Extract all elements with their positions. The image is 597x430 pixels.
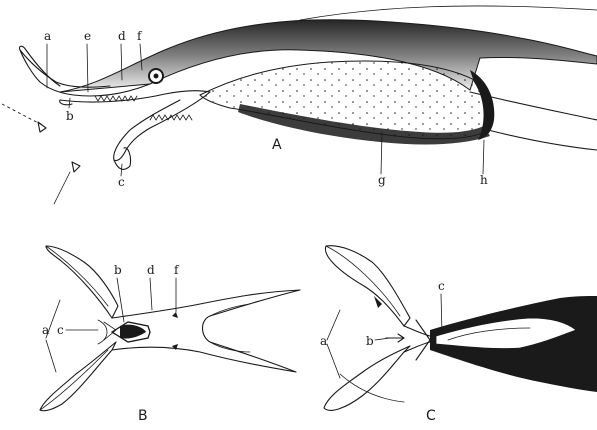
panel-b-upper-lobe (46, 246, 118, 318)
label-b-c: c (57, 323, 64, 337)
label-b-f: f (174, 263, 180, 277)
panel-label-b: B (138, 408, 148, 424)
label-a-a: a (44, 29, 51, 43)
label-a-f: f (137, 29, 143, 43)
panel-b-drawing (40, 246, 300, 411)
panel-c-drawing (324, 246, 597, 411)
label-a-d: d (118, 29, 126, 43)
panel-b-lower-lobe (40, 342, 116, 411)
panel-b-labels: a b c d f B (42, 263, 180, 424)
label-c-c: c (438, 279, 445, 293)
panel-c-lower-lobe (324, 346, 410, 410)
panel-label-c: C (426, 408, 436, 424)
label-a-g: g (378, 173, 386, 187)
label-a-c: c (118, 175, 125, 189)
label-a-e: b (66, 109, 74, 123)
label-a-h: h (480, 173, 488, 187)
label-b-a: a (42, 323, 49, 337)
label-c-b: b (366, 334, 374, 348)
panel-label-a: A (272, 137, 282, 153)
panel-a-lower-jaw (60, 91, 210, 161)
panel-a-detached-part (72, 162, 80, 172)
label-b-b: b (114, 263, 122, 277)
label-a-e-top: e (84, 29, 91, 43)
label-c-a: a (320, 334, 327, 348)
label-b-d: d (147, 263, 155, 277)
panel-a-drawing (2, 6, 597, 204)
